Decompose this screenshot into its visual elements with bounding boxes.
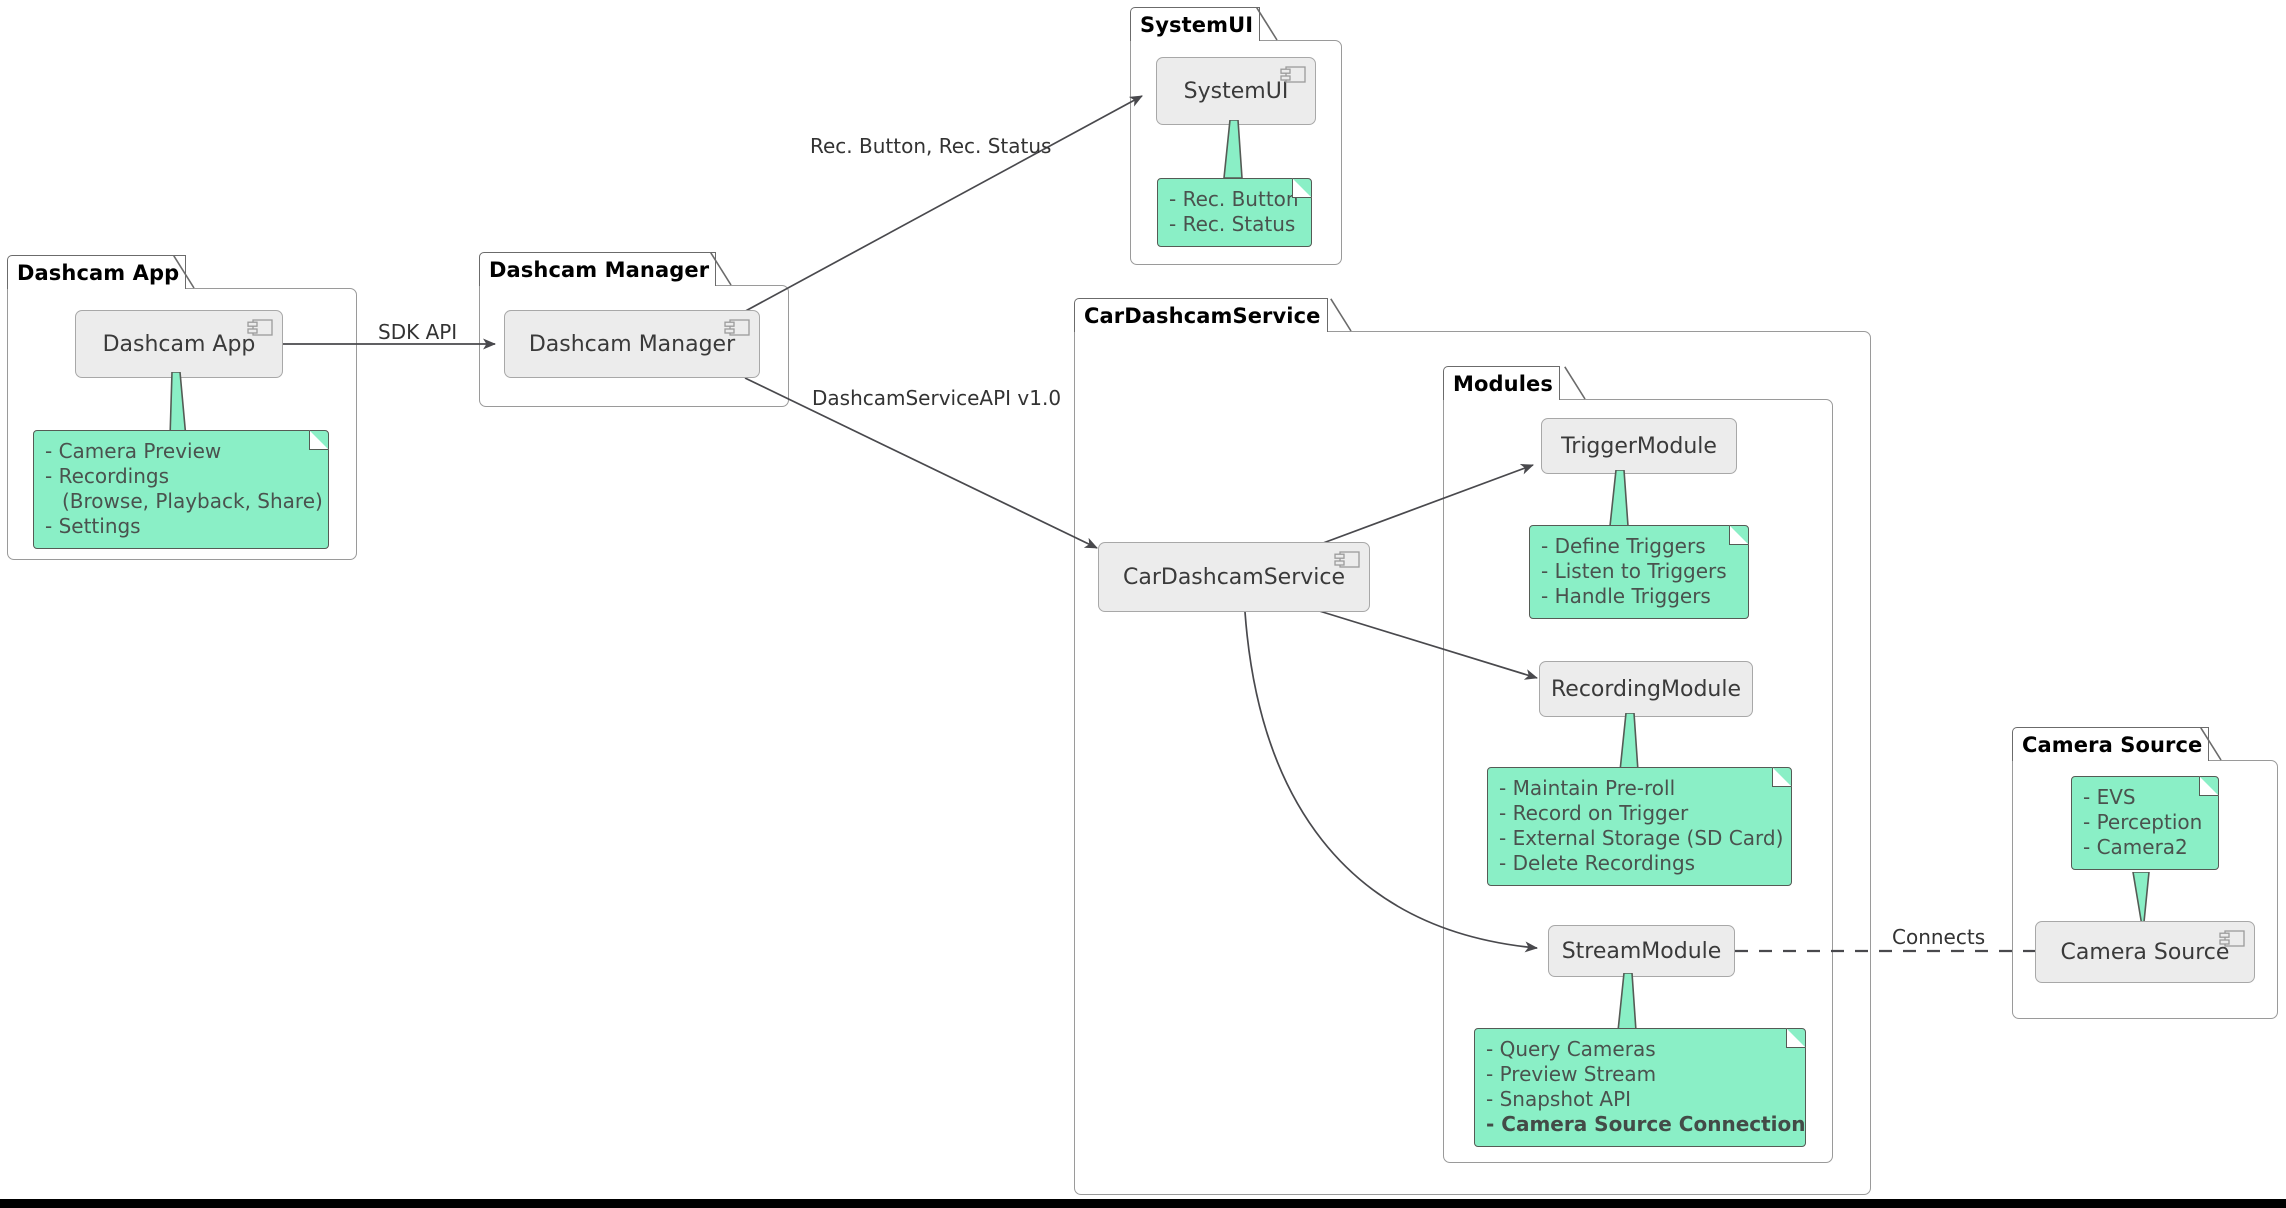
note-line: - Preview Stream — [1486, 1062, 1657, 1086]
note-line: - Record on Trigger — [1499, 801, 1689, 825]
component-icon — [1280, 66, 1306, 83]
component-streammodule[interactable]: StreamModule — [1548, 925, 1735, 977]
component-dashcam-app[interactable]: Dashcam App — [75, 310, 283, 378]
package-label: Dashcam App — [17, 260, 180, 285]
component-label: SystemUI — [1183, 78, 1289, 104]
component-label: Camera Source — [2060, 939, 2230, 965]
note-line: - Define Triggers — [1541, 534, 1706, 558]
edge-label-dashcamserviceapi: DashcamServiceAPI v1.0 — [812, 386, 1062, 410]
note-line: (Browse, Playback, Share) — [62, 489, 323, 513]
component-label: StreamModule — [1561, 938, 1722, 964]
component-camera-source[interactable]: Camera Source — [2035, 921, 2255, 983]
note-line: - Settings — [45, 514, 141, 538]
edge-service-to-recording — [1315, 609, 1538, 680]
component-triggermodule[interactable]: TriggerModule — [1541, 418, 1737, 474]
note-recordingmodule: - Maintain Pre-roll - Record on Trigger … — [1487, 767, 1792, 886]
note-pointer-systemui — [1223, 120, 1243, 179]
component-icon — [724, 319, 750, 336]
note-streammodule: - Query Cameras - Preview Stream - Snaps… — [1474, 1028, 1806, 1147]
edge-manager-to-systemui — [739, 95, 1143, 315]
note-line: - Maintain Pre-roll — [1499, 776, 1676, 800]
note-line: - Rec. Button — [1169, 187, 1299, 211]
package-tab-slant — [1330, 298, 1352, 332]
note-pointer-camera-source — [2132, 872, 2150, 933]
package-tab: Camera Source — [2012, 727, 2210, 761]
component-systemui[interactable]: SystemUI — [1156, 57, 1316, 125]
package-label: Modules — [1453, 371, 1553, 396]
note-line: - Recordings — [45, 464, 170, 488]
note-pointer-triggermodule — [1609, 470, 1629, 527]
component-label: RecordingModule — [1550, 676, 1742, 702]
note-camera-source: - EVS - Perception - Camera2 — [2071, 776, 2219, 870]
package-label: CarDashcamService — [1084, 303, 1321, 328]
note-systemui: - Rec. Button - Rec. Status — [1157, 178, 1312, 247]
note-line: - Camera2 — [2083, 835, 2188, 859]
note-line: - Camera Source Connection — [1486, 1112, 1806, 1136]
bottom-bar — [0, 1199, 2286, 1208]
note-line: - Rec. Status — [1169, 212, 1296, 236]
note-triggermodule: - Define Triggers - Listen to Triggers -… — [1529, 525, 1749, 619]
note-line: - External Storage (SD Card) — [1499, 826, 1784, 850]
note-dashcam-app: - Camera Preview - Recordings (Browse, P… — [33, 430, 329, 549]
component-label: Dashcam App — [102, 331, 256, 357]
package-label: Dashcam Manager — [489, 257, 710, 282]
note-line: - Query Cameras — [1486, 1037, 1656, 1061]
component-icon — [2219, 930, 2245, 947]
edge-service-to-trigger — [1306, 464, 1534, 550]
package-tab: CarDashcamService — [1074, 298, 1328, 332]
note-pointer-streammodule — [1617, 973, 1637, 1032]
component-dashcam-manager[interactable]: Dashcam Manager — [504, 310, 760, 378]
component-label: TriggerModule — [1561, 433, 1717, 459]
component-label: Dashcam Manager — [528, 331, 736, 357]
note-line: - Delete Recordings — [1499, 851, 1696, 875]
edge-label-connects: Connects — [1888, 925, 1990, 949]
note-pointer-recordingmodule — [1619, 713, 1639, 772]
package-tab-slant — [2200, 727, 2222, 761]
note-line: - Listen to Triggers — [1541, 559, 1727, 583]
component-recordingmodule[interactable]: RecordingModule — [1539, 661, 1753, 717]
note-line: - Camera Preview — [45, 439, 222, 463]
package-tab: SystemUI — [1130, 7, 1261, 41]
package-tab-slant — [1256, 7, 1278, 41]
component-label: CarDashcamService — [1122, 564, 1346, 590]
edge-service-to-stream — [1244, 611, 1538, 953]
package-label: SystemUI — [1140, 12, 1254, 37]
package-label: Camera Source — [2022, 732, 2203, 757]
package-tab-slant — [173, 255, 195, 289]
package-tab: Dashcam App — [7, 255, 187, 289]
package-tab-slant — [710, 252, 732, 286]
edge-manager-to-service — [744, 377, 1098, 549]
edge-label-rec-button-status: Rec. Button, Rec. Status — [810, 134, 1052, 158]
note-line: - Handle Triggers — [1541, 584, 1711, 608]
note-line: - Snapshot API — [1486, 1087, 1632, 1111]
package-tab: Modules — [1443, 366, 1560, 400]
component-cardashcamservice[interactable]: CarDashcamService — [1098, 542, 1370, 612]
edge-label-sdk-api: SDK API — [378, 320, 458, 344]
component-icon — [247, 319, 273, 336]
package-tab: Dashcam Manager — [479, 252, 717, 286]
note-line: - Perception — [2083, 810, 2203, 834]
package-tab-slant — [1564, 366, 1586, 400]
component-icon — [1334, 551, 1360, 568]
note-line: - EVS — [2083, 785, 2136, 809]
